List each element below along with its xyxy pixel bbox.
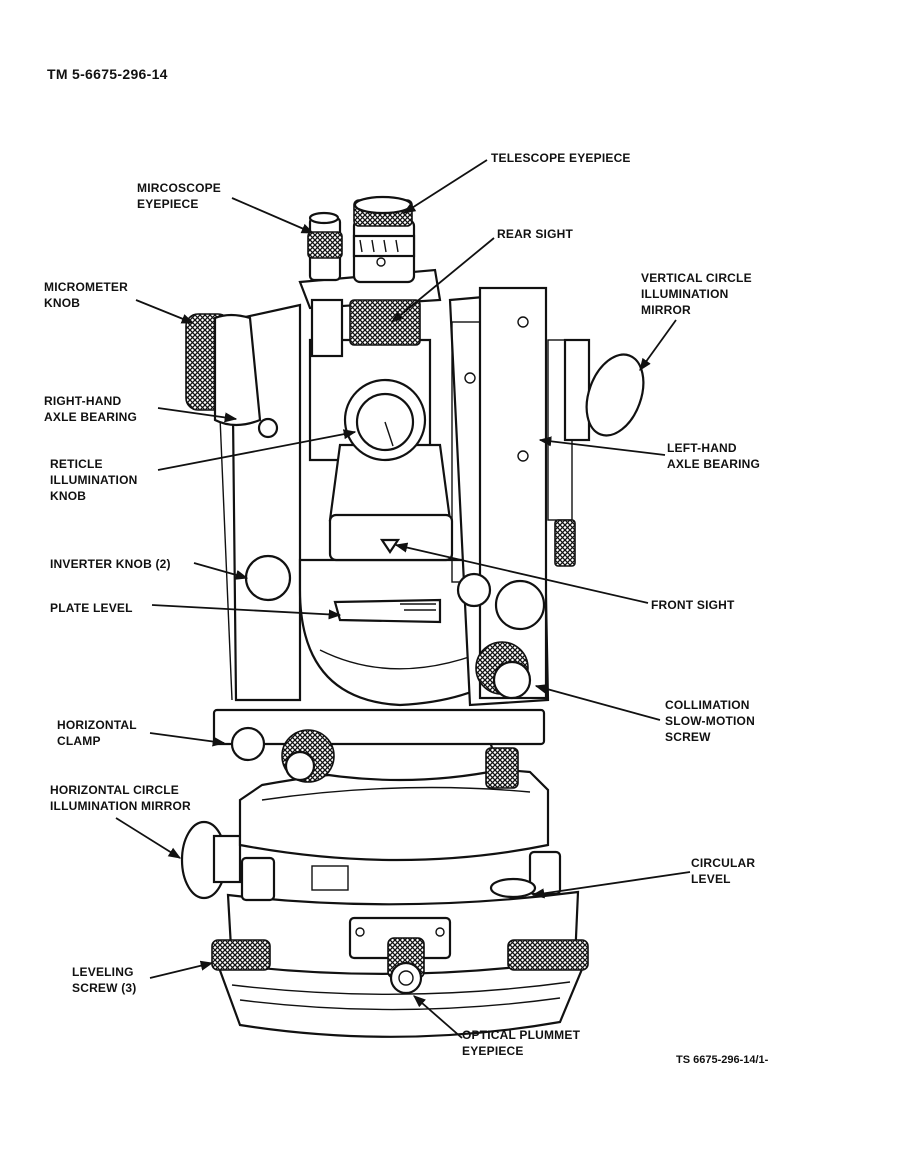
label-plate-level: PLATE LEVEL	[50, 601, 133, 615]
label-leveling-screw: LEVELING SCREW (3)	[72, 965, 137, 995]
collimation-screw	[475, 641, 532, 700]
tribrach-post-left	[240, 856, 276, 902]
label-collimation-screw: COLLIMATION SLOW-MOTION SCREW	[665, 698, 755, 744]
label-micrometer-knob: MICROMETER KNOB	[44, 280, 128, 310]
label-reticle-illumination-knob: RETICLE ILLUMINATION KNOB	[50, 457, 138, 503]
label-vertical-circle-mirror: VERTICAL CIRCLE ILLUMINATION MIRROR	[641, 271, 752, 317]
micrometer-knob	[185, 313, 262, 427]
label-rear-sight: REAR SIGHT	[497, 227, 574, 241]
label-front-sight: FRONT SIGHT	[651, 598, 735, 612]
circular-level-vial	[489, 877, 537, 899]
label-optical-plummet-eyepiece: OPTICAL PLUMMET EYEPIECE	[462, 1028, 581, 1058]
label-circular-level: CIRCULAR LEVEL	[691, 856, 756, 886]
optical-plummet-eyepiece	[348, 916, 452, 995]
eyepiece-assembly	[298, 195, 442, 358]
label-left-hand-axle-bearing: LEFT-HAND AXLE BEARING	[667, 441, 761, 471]
leveling-screw-right	[507, 939, 589, 971]
right-axle-screw	[257, 417, 279, 439]
rear-tangent-knob	[485, 747, 519, 789]
leader-lines	[115, 159, 691, 1039]
microscope-eyepiece-tube	[307, 211, 343, 282]
vertical-circle-mirror	[563, 338, 645, 442]
plate-level-vial	[333, 598, 442, 624]
label-inverter-knob: INVERTER KNOB (2)	[50, 557, 171, 571]
side-knurl	[554, 519, 576, 567]
figure-id: TS 6675-296-14/1-	[676, 1054, 769, 1066]
label-horizontal-clamp: HORIZONTAL CLAMP	[57, 718, 137, 748]
label-telescope-eyepiece: TELESCOPE EYEPIECE	[491, 151, 631, 165]
reticle-illumination-knob	[343, 378, 427, 462]
label-microscope-eyepiece: MIRCOSCOPE EYEPIECE	[137, 181, 222, 211]
label-right-hand-axle-bearing: RIGHT-HAND AXLE BEARING	[44, 394, 138, 424]
inverter-knob-right	[494, 579, 546, 631]
label-horizontal-circle-mirror: HORIZONTAL CIRCLE ILLUMINATION MIRROR	[50, 783, 191, 813]
document-id: TM 5-6675-296-14	[47, 66, 168, 82]
horizontal-clamp-screw	[212, 708, 546, 783]
lower-housing	[238, 733, 550, 891]
leveling-screw-left	[211, 939, 271, 971]
inverter-knob-left	[244, 554, 292, 602]
